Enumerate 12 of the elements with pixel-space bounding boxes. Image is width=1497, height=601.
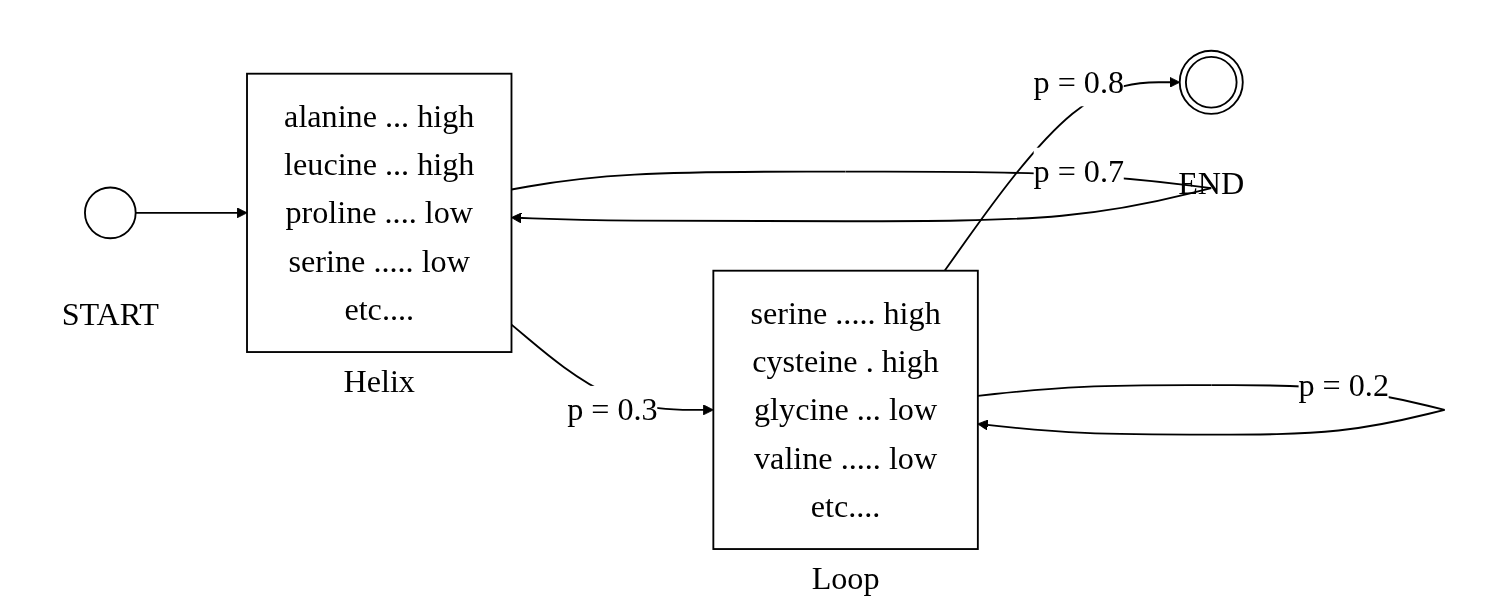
node-ring: [1178, 49, 1244, 115]
node-caption: Helix: [343, 362, 415, 399]
node-box: alanine ... high leucine ... high proline .... low serine ..... low etc....: [246, 72, 513, 353]
node-caption: END: [1178, 165, 1245, 202]
node-circle: [84, 186, 137, 240]
node-box: serine ..... high cysteine . high glycine ... low valine ..... low etc....: [712, 269, 979, 550]
node-caption: START: [61, 295, 159, 332]
edge-label: p = 0.8: [1033, 64, 1125, 101]
edge-label: p = 0.2: [1298, 367, 1389, 404]
node-caption: Loop: [811, 559, 880, 596]
edge-label: p = 0.7: [1033, 153, 1125, 190]
edge-label: p = 0.3: [567, 391, 658, 428]
